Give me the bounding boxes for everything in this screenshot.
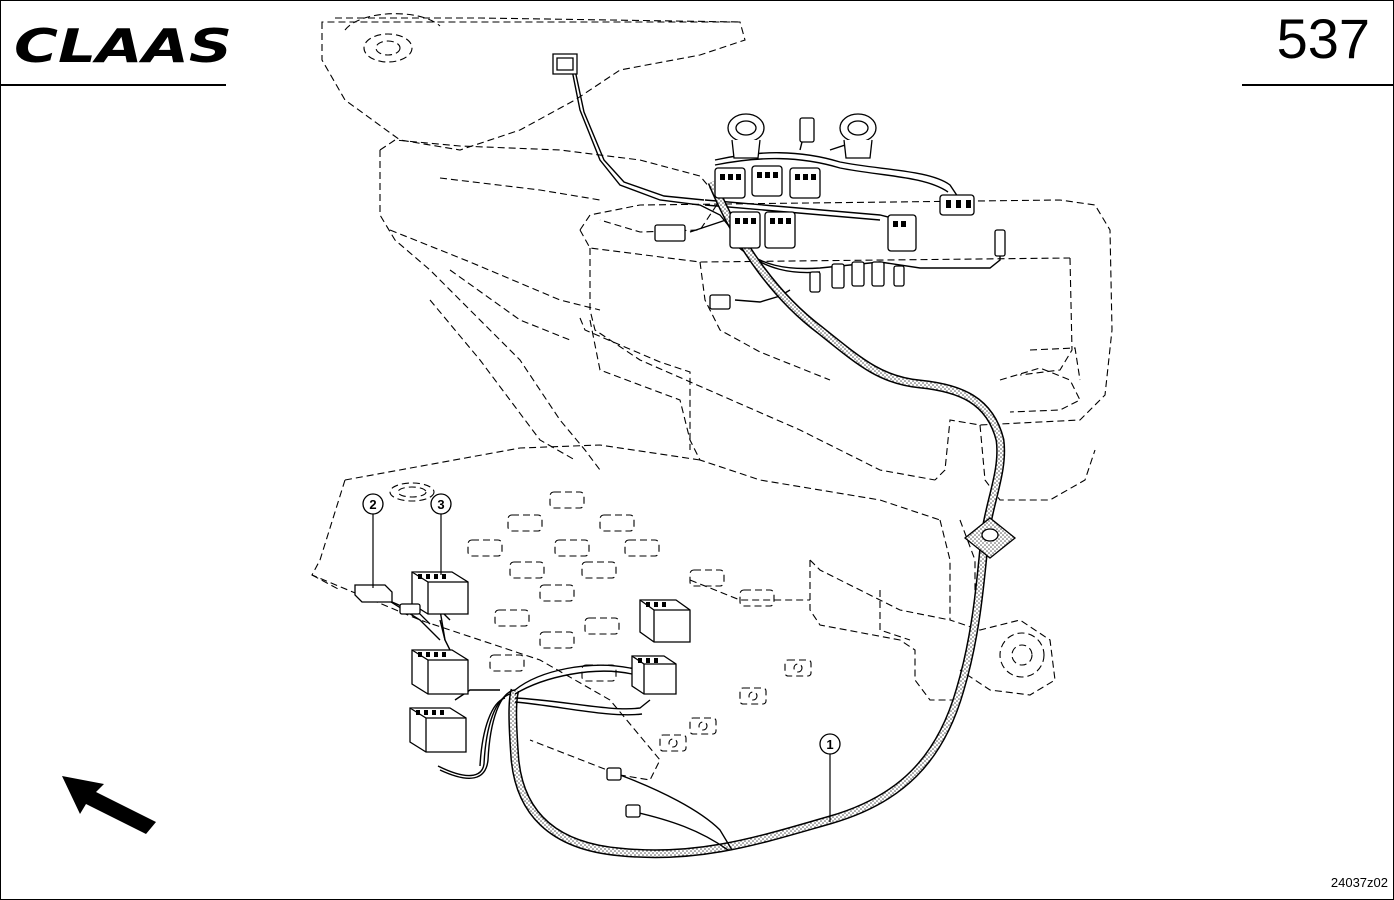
callout-1: 1 [819, 733, 841, 822]
floor-panel-outline [311, 444, 812, 781]
brand-wordmark: CLAAS [14, 19, 232, 70]
cab-console-outline [321, 13, 1113, 701]
grommet [963, 517, 1017, 559]
callout-3: 3 [430, 493, 452, 575]
callout-3-label: 3 [437, 497, 444, 512]
header-rule-left [0, 84, 226, 86]
page-number: 537 [1276, 7, 1370, 70]
callout-1-label: 1 [826, 737, 833, 752]
drawing-code: 24037z02 [1330, 875, 1388, 890]
callout-2: 2 [362, 493, 384, 588]
lower-connector-pins [416, 574, 666, 715]
lower-connectors [354, 571, 691, 818]
direction-arrow-icon [62, 776, 156, 834]
upper-connector-pins [720, 172, 971, 227]
claas-logo: CLAAS [14, 19, 232, 70]
upper-connectors [552, 53, 1006, 310]
callout-2-label: 2 [369, 497, 376, 512]
header-rule-right [1242, 84, 1394, 86]
upper-harness [571, 69, 1001, 303]
lower-harness [379, 594, 733, 851]
